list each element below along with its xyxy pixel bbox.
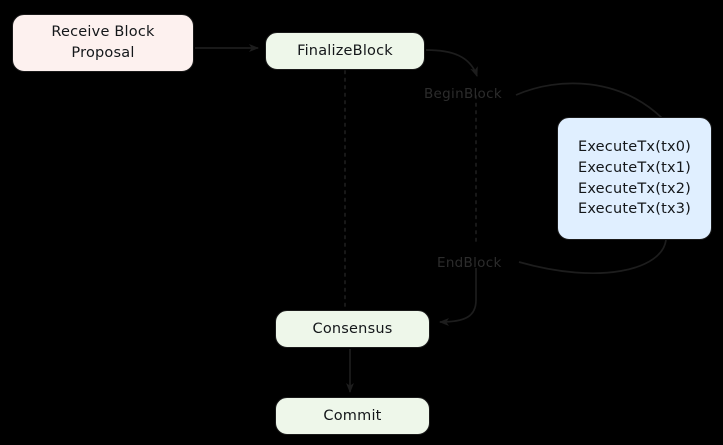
edge-label-begin-block: BeginBlock [424, 86, 502, 102]
node-label: Receive Block Proposal [51, 24, 155, 61]
edge-beginblock-to-executetx [515, 82, 663, 119]
node-execute-tx[interactable]: ExecuteTx(tx0) ExecuteTx(tx1) ExecuteTx(… [557, 117, 712, 240]
edge-label-end-block: EndBlock [437, 255, 502, 271]
node-label: Commit [323, 407, 382, 424]
node-finalize-block[interactable]: FinalizeBlock [265, 32, 425, 70]
edge-endblock-to-consensus [439, 268, 477, 326]
node-commit[interactable]: Commit [275, 397, 430, 435]
node-receive-block-proposal[interactable]: Receive Block Proposal [12, 14, 194, 72]
node-label: ExecuteTx(tx0) ExecuteTx(tx1) ExecuteTx(… [577, 139, 692, 218]
edge-executetx-to-endblock [518, 239, 667, 274]
node-label: Consensus [312, 320, 393, 337]
node-label: FinalizeBlock [297, 42, 393, 59]
node-consensus[interactable]: Consensus [275, 310, 430, 348]
edge-finalize-to-beginblock [425, 49, 478, 77]
